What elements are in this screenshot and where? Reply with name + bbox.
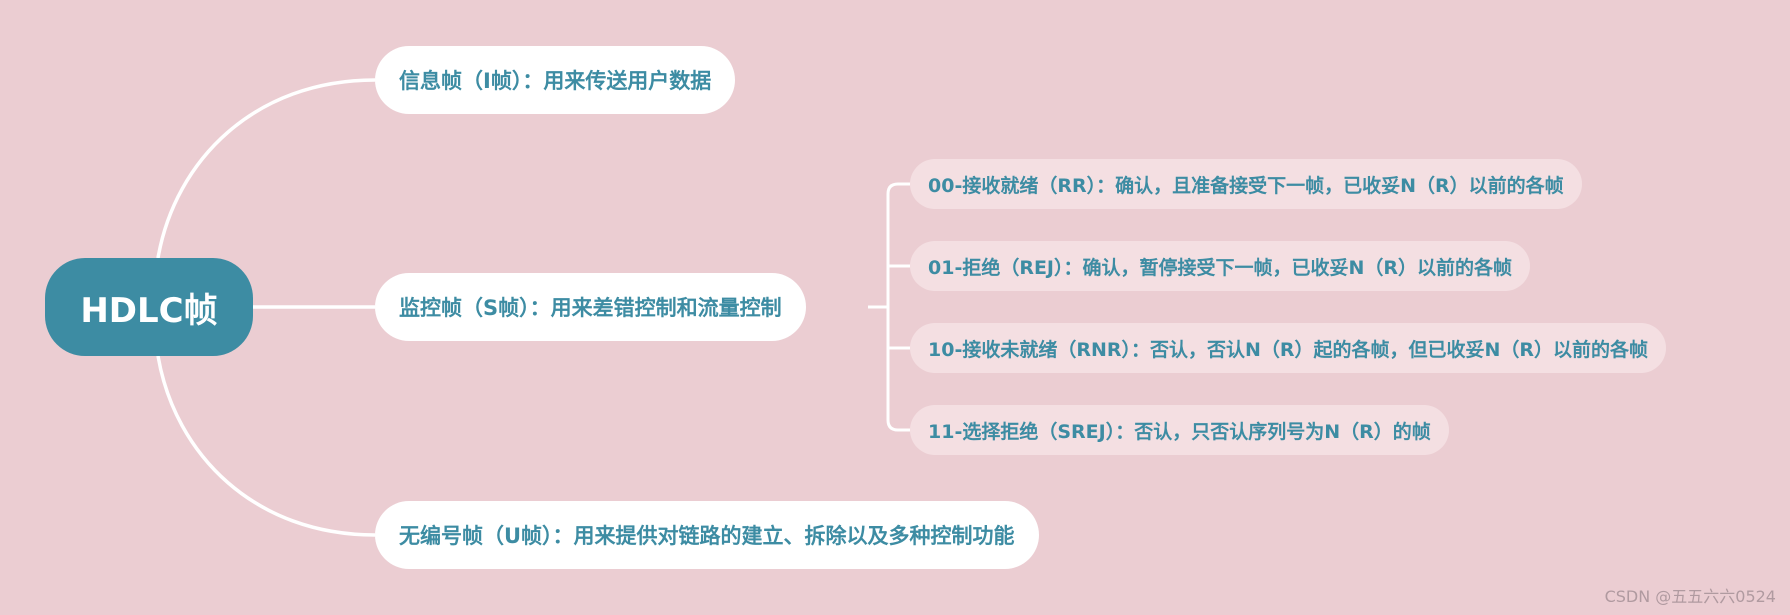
root-node-label: HDLC帧 — [80, 290, 218, 331]
branch-node-unnumbered-frame[interactable]: 无编号帧（U帧）：用来提供对链路的建立、拆除以及多种控制功能 — [375, 501, 1039, 569]
leaf-node-label: 10-接收未就绪（RNR）：否认，否认N（R）起的各帧，但已收妥N（R）以前的各… — [928, 338, 1649, 361]
connector-root-to-unnumbered-frame — [156, 355, 376, 537]
leaf-node-rr[interactable]: 00-接收就绪（RR）：确认，且准备接受下一帧，已收妥N（R）以前的各帧 — [910, 159, 1582, 209]
branch-node-label: 监控帧（S帧）：用来差错控制和流量控制 — [399, 296, 782, 320]
leaf-node-rej[interactable]: 01-拒绝（REJ）：确认，暂停接受下一帧，已收妥N（R）以前的各帧 — [910, 241, 1531, 291]
watermark-text: CSDN @五五六六0524 — [1604, 587, 1776, 606]
branch-node-label: 无编号帧（U帧）：用来提供对链路的建立、拆除以及多种控制功能 — [399, 524, 1015, 548]
leaf-node-label: 01-拒绝（REJ）：确认，暂停接受下一帧，已收妥N（R）以前的各帧 — [928, 256, 1513, 279]
leaf-node-label: 11-选择拒绝（SREJ）：否认，只否认序列号为N（R）的帧 — [928, 420, 1431, 443]
connector-root-to-info-frame — [156, 78, 376, 259]
leaf-node-rnr[interactable]: 10-接收未就绪（RNR）：否认，否认N（R）起的各帧，但已收妥N（R）以前的各… — [910, 323, 1667, 373]
leaf-node-label: 00-接收就绪（RR）：确认，且准备接受下一帧，已收妥N（R）以前的各帧 — [928, 174, 1564, 197]
root-node-hdlc-frame[interactable]: HDLC帧 — [45, 258, 253, 356]
connector-supervisory-to-leaves-trunk — [868, 182, 899, 432]
leaf-node-srej[interactable]: 11-选择拒绝（SREJ）：否认，只否认序列号为N（R）的帧 — [910, 405, 1449, 455]
branch-node-supervisory-frame[interactable]: 监控帧（S帧）：用来差错控制和流量控制 — [375, 273, 806, 341]
branch-node-label: 信息帧（I帧）：用来传送用户数据 — [399, 69, 712, 93]
branch-node-info-frame[interactable]: 信息帧（I帧）：用来传送用户数据 — [375, 46, 736, 114]
